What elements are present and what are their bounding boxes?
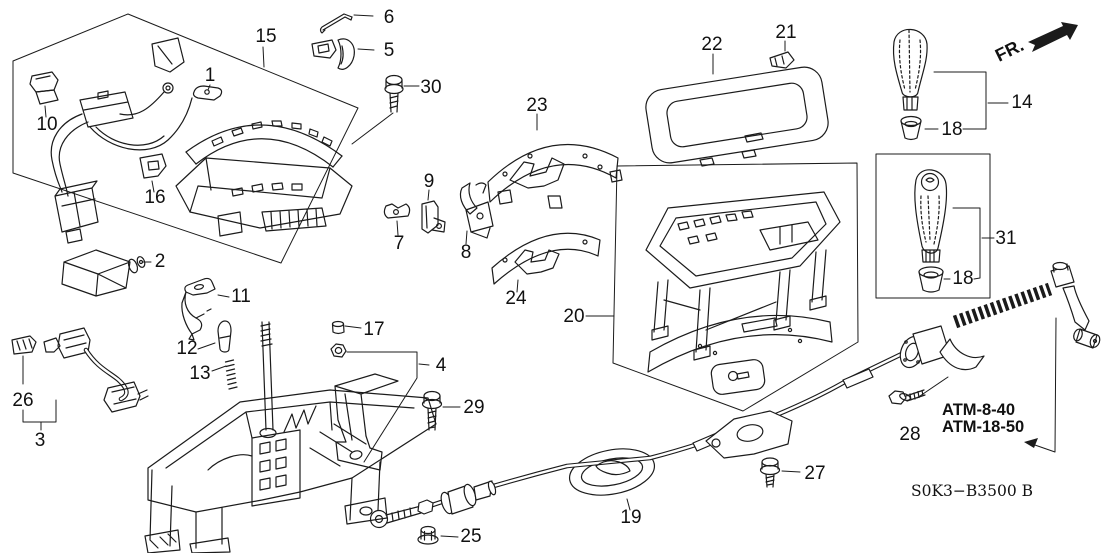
part-17-bushing bbox=[331, 320, 345, 335]
callout-24[interactable]: 24 bbox=[505, 288, 527, 309]
callout-12[interactable]: 12 bbox=[176, 338, 197, 359]
part-10-clip bbox=[29, 71, 59, 105]
callout-26[interactable]: 26 bbox=[12, 390, 33, 411]
callout-19[interactable]: 19 bbox=[620, 507, 641, 528]
part-28-bolt bbox=[888, 389, 926, 405]
callout-18b[interactable]: 18 bbox=[952, 268, 973, 289]
callout-27[interactable]: 27 bbox=[804, 463, 825, 484]
callout-2[interactable]: 2 bbox=[155, 251, 166, 272]
part-18-cap-lower bbox=[918, 266, 944, 293]
callout-17[interactable]: 17 bbox=[363, 319, 384, 340]
callout-25[interactable]: 25 bbox=[460, 526, 481, 547]
part-21-clip bbox=[769, 51, 795, 69]
callout-28[interactable]: 28 bbox=[899, 424, 920, 445]
callout-15[interactable]: 15 bbox=[255, 26, 276, 47]
fr-label: FR. bbox=[992, 35, 1027, 66]
indicator-panel-assembly bbox=[50, 37, 353, 244]
part-5-release-lever bbox=[311, 38, 355, 70]
part-7-clip bbox=[383, 203, 411, 219]
callout-23[interactable]: 23 bbox=[526, 95, 547, 116]
atm-ref-label-2: ATM-18-50 bbox=[942, 418, 1024, 436]
part-24-slide-plate bbox=[491, 232, 601, 285]
part-26-clip bbox=[11, 335, 37, 355]
part-9-pin-switch bbox=[421, 200, 446, 234]
callout-29[interactable]: 29 bbox=[463, 397, 484, 418]
lever-bracket-base-assembly bbox=[144, 321, 437, 553]
part-19-control-cable bbox=[369, 261, 1101, 529]
callout-30[interactable]: 30 bbox=[420, 77, 441, 98]
callout-7[interactable]: 7 bbox=[394, 233, 405, 254]
part-2-solenoid bbox=[61, 249, 146, 297]
part-22-console-ring bbox=[645, 66, 829, 167]
callout-6[interactable]: 6 bbox=[384, 7, 395, 28]
leader-lines bbox=[22, 14, 1057, 538]
box-assembly-15 bbox=[12, 13, 359, 264]
callout-1[interactable]: 1 bbox=[205, 65, 216, 86]
box-assembly-20 bbox=[612, 162, 859, 412]
part-30-bolt bbox=[384, 74, 404, 113]
part-4-bracket bbox=[334, 373, 399, 471]
part-20-slide-cover bbox=[647, 314, 833, 395]
callout-5[interactable]: 5 bbox=[384, 40, 395, 61]
callout-8[interactable]: 8 bbox=[461, 242, 472, 263]
part-14-knob bbox=[892, 28, 928, 111]
part-8-lock-lever bbox=[459, 182, 494, 239]
callout-9[interactable]: 9 bbox=[424, 171, 435, 192]
part-12-pin bbox=[217, 320, 232, 353]
callout-13[interactable]: 13 bbox=[189, 363, 210, 384]
callout-22[interactable]: 22 bbox=[701, 34, 722, 55]
callout-14[interactable]: 14 bbox=[1011, 92, 1033, 113]
box-assembly-31 bbox=[875, 153, 991, 299]
part-18-cap-upper bbox=[900, 115, 922, 141]
part-25-nut bbox=[417, 525, 439, 545]
part-4-nut bbox=[330, 343, 347, 358]
part-11-bracket bbox=[181, 277, 216, 341]
callout-10[interactable]: 10 bbox=[36, 114, 57, 135]
part-20-escutcheon bbox=[645, 191, 841, 361]
diagram-code: S0K3−B3500 B bbox=[911, 482, 1033, 500]
part-23-slide-plate bbox=[487, 143, 623, 209]
part-27-bolt bbox=[759, 457, 781, 488]
part-1-clip bbox=[192, 85, 223, 101]
callout-20[interactable]: 20 bbox=[563, 306, 584, 327]
fr-direction-arrow bbox=[1028, 22, 1078, 52]
part-13-spring bbox=[224, 359, 238, 390]
callout-11[interactable]: 11 bbox=[231, 286, 251, 307]
part-31-knob bbox=[914, 169, 948, 263]
callout-31[interactable]: 31 bbox=[995, 228, 1016, 249]
atm-ref-label-1: ATM-8-40 bbox=[942, 401, 1015, 419]
callout-21[interactable]: 21 bbox=[775, 22, 796, 43]
part-3-harness bbox=[43, 327, 149, 413]
group-boxes bbox=[12, 13, 991, 412]
part-6-lock-pin bbox=[319, 13, 353, 34]
callout-16[interactable]: 16 bbox=[144, 187, 165, 208]
callout-3[interactable]: 3 bbox=[35, 430, 46, 451]
callout-4[interactable]: 4 bbox=[436, 355, 447, 376]
callout-18a[interactable]: 18 bbox=[941, 119, 962, 140]
